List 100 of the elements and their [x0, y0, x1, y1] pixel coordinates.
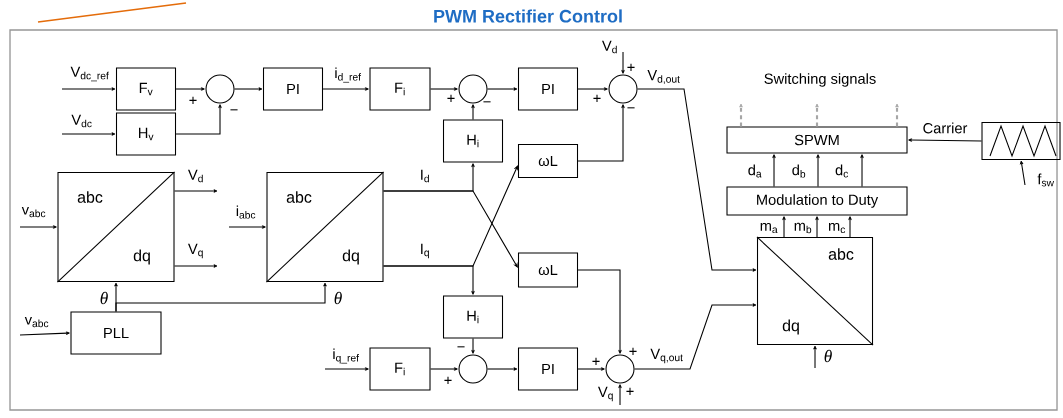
sign-label: −	[457, 346, 465, 348]
arrow	[174, 189, 218, 193]
title: PWM Rectifier Control	[434, 9, 622, 23]
block: F$_{i}$	[369, 347, 431, 391]
arrow	[61, 87, 116, 91]
block: ωL	[517, 143, 579, 179]
block: F$_{i}$	[369, 67, 431, 111]
transform-block: abc dq	[265, 171, 385, 283]
arrow	[430, 87, 458, 91]
block: PI	[517, 67, 579, 111]
edge-label: θ	[824, 349, 832, 363]
summing-junction	[205, 74, 235, 104]
arrow	[175, 104, 222, 135]
block: PLL	[70, 311, 162, 355]
transform-block: abc dq	[56, 171, 176, 283]
block: SPWM	[726, 126, 908, 154]
sign-label: +	[447, 94, 455, 102]
sign-label: +	[627, 63, 635, 71]
arrow	[228, 225, 266, 229]
arrow	[772, 154, 776, 187]
edge-label: I$_{d}$	[421, 169, 429, 183]
arrow	[19, 225, 57, 229]
arrow	[577, 269, 622, 354]
sign-label: −	[483, 101, 491, 103]
edge-label: i$_{q_ref}$	[333, 348, 359, 364]
arrow	[322, 87, 369, 91]
edge-label: f$_{sw}$	[1037, 173, 1054, 187]
sign-label: +	[593, 94, 601, 102]
edge-label: V$_{q,out}$	[650, 348, 683, 364]
edge-label: m$_{b}$	[794, 222, 812, 234]
sign-label: +	[189, 96, 197, 104]
edge-label: V$_{dc_ref}$	[70, 66, 109, 82]
arrow	[815, 103, 819, 127]
arrow	[577, 367, 605, 371]
sign-label: −	[627, 107, 635, 109]
transform-block: abc dq	[756, 236, 874, 346]
arrow	[577, 87, 608, 91]
arrow	[637, 88, 757, 272]
edge-label: V$_{d,out}$	[647, 70, 680, 84]
arrow	[860, 154, 864, 187]
block: Modulation to Duty	[726, 186, 908, 216]
arrow	[471, 338, 475, 354]
edge-label: V$_{d}$	[188, 169, 203, 183]
arrow	[174, 264, 218, 268]
edge-label: d$_{b}$	[792, 164, 806, 178]
block: H$_{i}$	[442, 119, 504, 163]
block	[981, 121, 1061, 161]
arrow	[782, 216, 786, 238]
block: ωL	[517, 252, 579, 288]
arrow	[61, 132, 116, 136]
arrow	[383, 165, 518, 267]
block: H$_{i}$	[442, 295, 504, 339]
arrow	[487, 367, 518, 371]
summing-junction	[608, 74, 638, 104]
arrow	[618, 384, 622, 406]
edge-label: θ	[100, 291, 108, 305]
arrow	[848, 216, 852, 238]
edge-label: V$_{q}$	[188, 243, 203, 259]
edge-label: V$_{d}$	[602, 40, 617, 54]
arrow	[816, 154, 820, 187]
summing-junction	[458, 74, 488, 104]
arrow	[234, 87, 263, 91]
block: PI	[517, 347, 579, 391]
edge-label: i$_{d_ref}$	[335, 67, 361, 83]
block: PI	[262, 67, 324, 111]
edge-label: m$_{a}$	[760, 222, 778, 234]
arrow	[895, 103, 899, 127]
arrow	[621, 51, 625, 74]
edge-label: v$_{abc}$	[21, 206, 46, 218]
arrow	[324, 367, 369, 371]
edge-label: V$_{q}$	[598, 386, 613, 402]
arrow	[815, 216, 819, 238]
arrow	[634, 303, 757, 370]
sign-label: +	[629, 347, 637, 355]
block: F$_{v}$	[115, 67, 177, 111]
arrow	[577, 104, 625, 162]
sign-label: +	[592, 357, 600, 365]
edge-label: I$_{q}$	[421, 243, 429, 259]
arrow	[1019, 160, 1026, 186]
arrow	[115, 282, 327, 312]
sign-label: +	[626, 387, 634, 395]
edge-label: θ	[334, 291, 342, 305]
arrow	[471, 104, 475, 120]
arrow	[739, 103, 743, 127]
edge-label: v$_{abc}$	[24, 316, 49, 328]
arrow	[175, 87, 205, 91]
edge-label: V$_{dc}$	[71, 114, 92, 128]
block: H$_{v}$	[115, 112, 177, 156]
sign-label: +	[444, 376, 452, 384]
annotation: Switching signals	[764, 73, 876, 87]
edge-label: m$_{c}$	[829, 222, 846, 234]
arrow	[19, 331, 70, 336]
arrow	[908, 138, 982, 142]
edge-label: d$_{c}$	[835, 164, 849, 178]
arrow	[430, 367, 458, 371]
edge-label: Carrier	[923, 122, 968, 134]
summing-junction	[458, 354, 488, 384]
edge-label: i$_{abc}$	[236, 205, 256, 219]
arrow	[487, 87, 518, 91]
sign-label: −	[230, 109, 238, 111]
